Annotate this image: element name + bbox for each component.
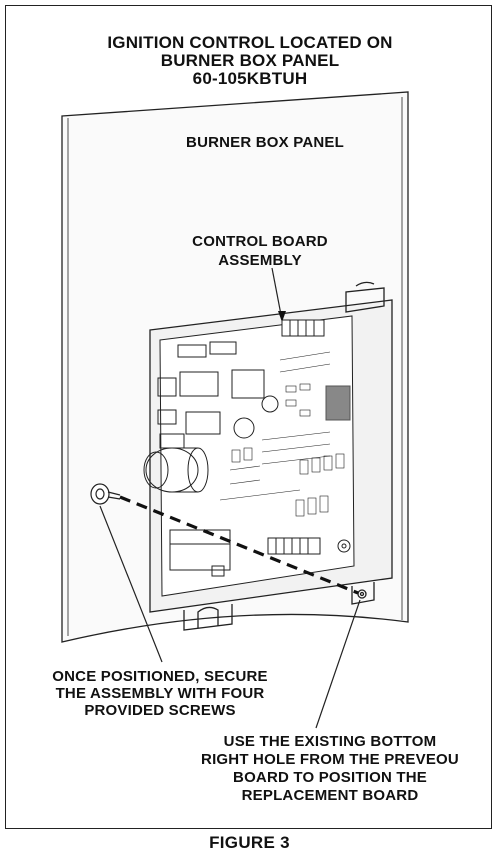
top-terminal-connector	[281, 319, 325, 337]
control-board-line-2: ASSEMBLY	[218, 252, 302, 269]
figure-caption: FIGURE 3	[209, 833, 290, 852]
microcontroller-chip	[325, 385, 351, 421]
figure-title: IGNITION CONTROL LOCATED ON BURNER BOX P…	[40, 34, 460, 88]
control-board-assembly-label: CONTROL BOARD ASSEMBLY	[150, 232, 370, 270]
secure-line-3: PROVIDED SCREWS	[84, 702, 236, 719]
screw-leader	[99, 505, 163, 663]
capacitor	[143, 447, 209, 493]
hole-leader	[315, 599, 361, 729]
figure-frame	[5, 5, 492, 829]
burner-box-panel-label: BURNER BOX PANEL	[150, 134, 380, 151]
terminal-strip	[267, 537, 321, 555]
burner-box-panel-text: BURNER BOX PANEL	[186, 134, 344, 151]
secure-line-1: ONCE POSITIONED, SECURE	[52, 668, 268, 685]
alignment-dashed-line	[119, 495, 359, 595]
control-board-line-1: CONTROL BOARD	[192, 233, 328, 250]
hole-line-3: BOARD TO POSITION THE	[233, 769, 427, 786]
hole-instruction-label: USE THE EXISTING BOTTOM RIGHT HOLE FROM …	[170, 733, 490, 805]
mounting-screw	[90, 483, 121, 505]
secure-line-2: THE ASSEMBLY WITH FOUR	[55, 685, 265, 702]
title-line-1: IGNITION CONTROL LOCATED ON	[107, 33, 393, 52]
hole-line-1: USE THE EXISTING BOTTOM	[223, 733, 437, 750]
hole-line-4: REPLACEMENT BOARD	[241, 787, 419, 804]
hole-line-2: RIGHT HOLE FROM THE PREVEOU	[201, 751, 459, 768]
title-line-2: BURNER BOX PANEL	[160, 51, 340, 70]
screw-hole-bottom-right	[357, 589, 367, 599]
title-line-3: 60-105KBTUH	[192, 69, 308, 88]
secure-instruction-label: ONCE POSITIONED, SECURE THE ASSEMBLY WIT…	[10, 668, 310, 719]
control-board	[143, 315, 355, 597]
transformer	[169, 529, 231, 571]
